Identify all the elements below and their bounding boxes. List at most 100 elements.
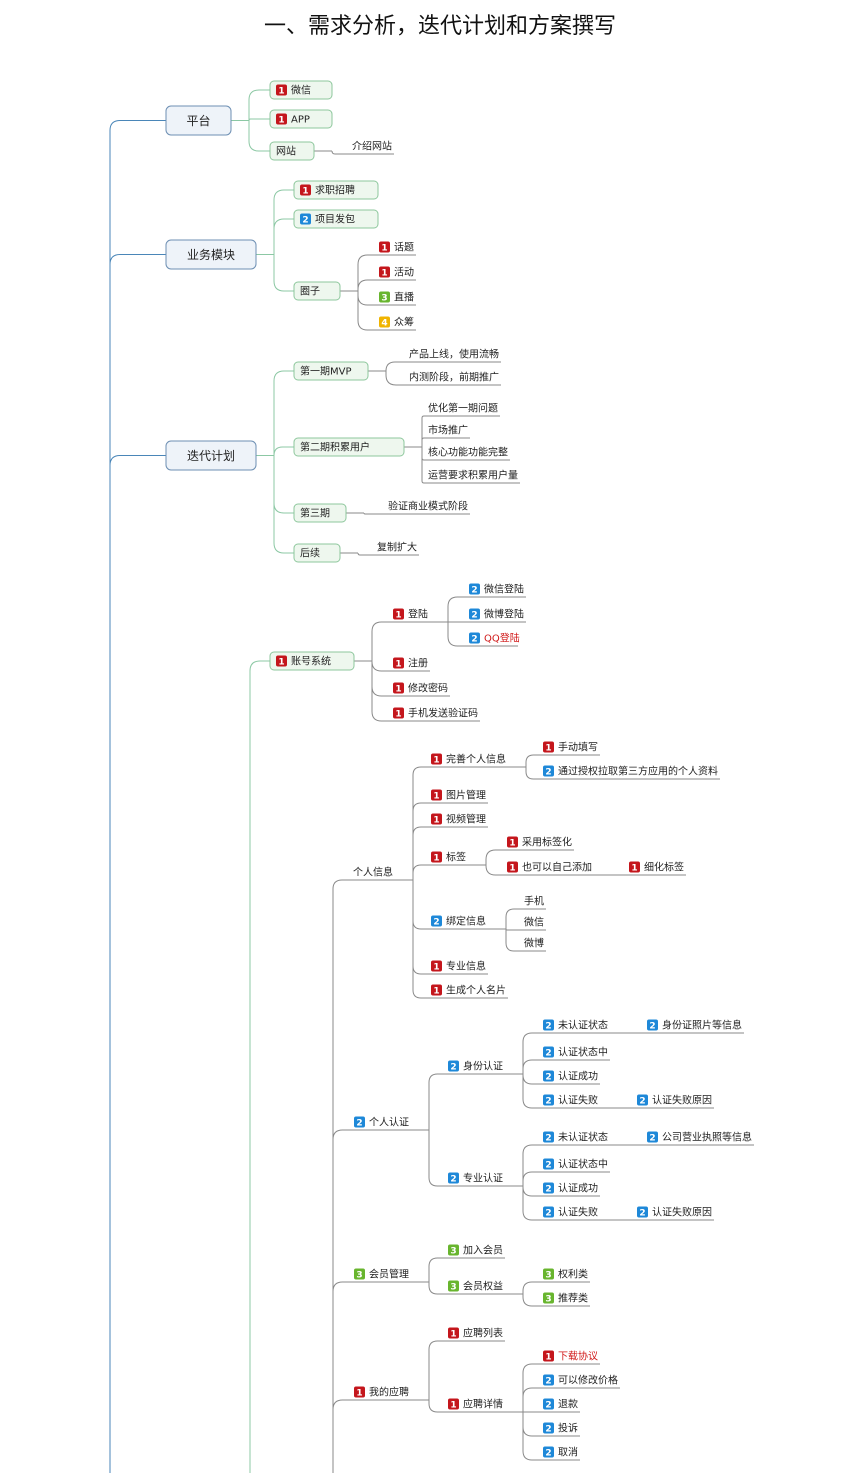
node-label: 认证成功	[558, 1070, 598, 1083]
node-n43[interactable]: 手机	[524, 895, 544, 908]
node-n13[interactable]: 产品上线，使用流畅	[409, 348, 499, 361]
node-n21[interactable]: 验证商业模式阶段	[388, 500, 468, 513]
connector-line	[273, 218, 294, 255]
node-b3[interactable]: 迭代计划	[165, 440, 257, 471]
node-b1[interactable]: 平台	[165, 105, 232, 136]
node-n20[interactable]: 第三期	[293, 503, 347, 523]
node-n4[interactable]: 介绍网站	[352, 140, 392, 153]
connector-line	[522, 1186, 541, 1197]
node-label: 视频管理	[446, 813, 486, 826]
priority-number: 2	[545, 1049, 551, 1059]
connector-line	[447, 596, 467, 622]
connector-line	[525, 767, 541, 780]
node-label: QQ登陆	[484, 632, 520, 645]
node-n45[interactable]: 微博	[524, 937, 544, 950]
connector-line	[522, 1032, 541, 1074]
connector-line	[357, 552, 375, 556]
node-n12[interactable]: 第一期MVP	[293, 361, 369, 381]
node-n16[interactable]: 优化第一期问题	[428, 402, 498, 415]
node-n19[interactable]: 运营要求积累用户量	[428, 469, 518, 482]
connector-line	[332, 1399, 352, 1410]
connector-line	[109, 254, 166, 265]
node-n7[interactable]: 圈子	[293, 281, 341, 301]
connector-line	[332, 1129, 352, 1140]
node-n15[interactable]: 第二期积累用户	[293, 437, 405, 457]
node-n18[interactable]: 核心功能功能完整	[428, 446, 508, 459]
node-n3[interactable]: 网站	[269, 141, 315, 161]
node-label: 圈子	[300, 286, 320, 298]
node-n44[interactable]: 微信	[524, 916, 544, 929]
connector-line	[371, 661, 391, 722]
node-b2[interactable]: 业务模块	[165, 239, 257, 270]
node-n22[interactable]: 后续	[293, 543, 341, 563]
priority-1-icon	[379, 266, 390, 278]
node-n23[interactable]: 复制扩大	[377, 541, 417, 554]
node-n32[interactable]: 个人信息	[353, 866, 393, 879]
node-label: 图片管理	[446, 789, 486, 802]
connector-line	[428, 1282, 446, 1295]
priority-number: 1	[545, 1353, 551, 1363]
node-n14[interactable]: 内测阶段，前期推广	[409, 371, 499, 384]
priority-2-icon	[448, 1060, 459, 1072]
node-n17[interactable]: 市场推广	[428, 424, 468, 437]
connector-line	[371, 661, 391, 672]
connector-line	[357, 291, 377, 331]
